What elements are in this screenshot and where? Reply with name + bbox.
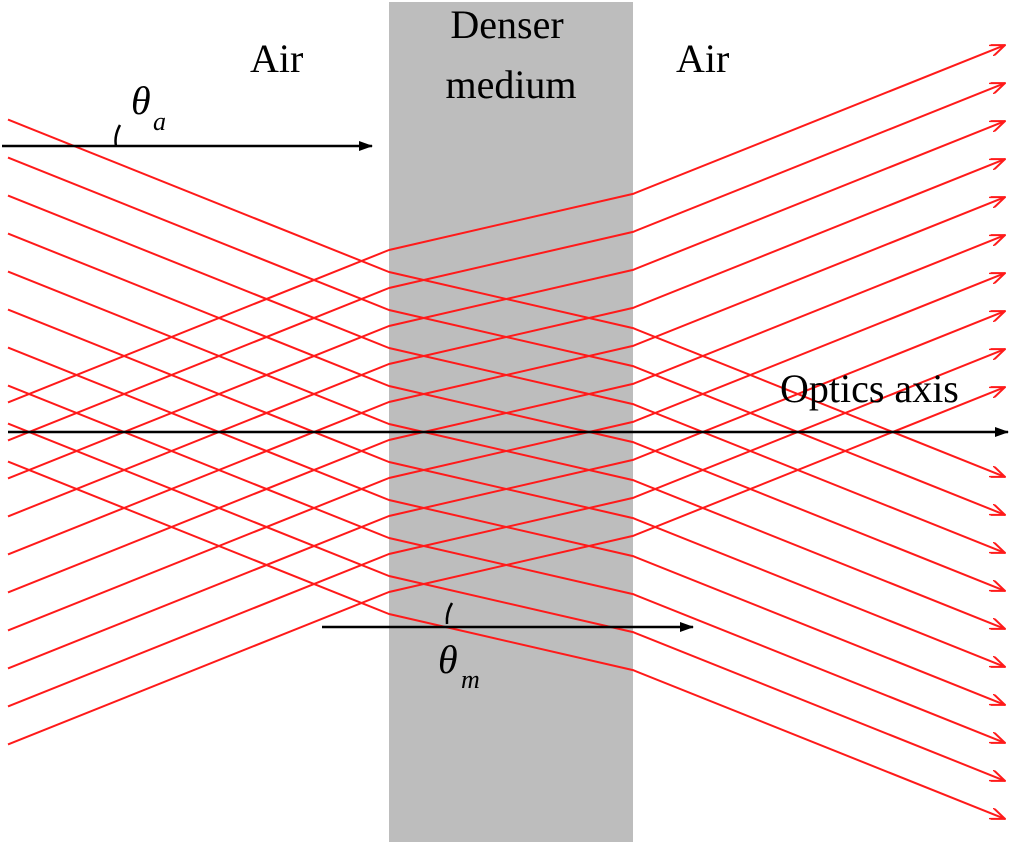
ray-upward-4	[7, 273, 1005, 632]
theta-m-angle-arc	[445, 602, 454, 625]
theta-m-subscript: m	[461, 665, 480, 694]
air-right-label: Air	[676, 36, 729, 81]
ray-upward-8	[7, 121, 1005, 480]
ray-downward-6	[7, 308, 1005, 667]
theta-m-symbol: θ	[438, 637, 458, 682]
ray-upward-1	[7, 387, 1005, 746]
ray-downward-8	[7, 384, 1005, 743]
ray-downward-7	[7, 346, 1005, 705]
ray-upward-9	[7, 83, 1005, 442]
ray-upward-6	[7, 197, 1005, 556]
ray-upward-7	[7, 159, 1005, 518]
denser-medium-slab	[389, 2, 633, 842]
ray-upward-2	[7, 349, 1005, 708]
air-left-label: Air	[250, 36, 303, 81]
theta-a-symbol: θ	[131, 78, 151, 123]
medium-label-line2: medium	[445, 62, 576, 107]
light-rays	[7, 45, 1005, 819]
ray-downward-2	[7, 156, 1005, 515]
ray-downward-1	[7, 118, 1005, 477]
ray-upward-3	[7, 311, 1005, 670]
optics-axis-label: Optics axis	[780, 366, 959, 411]
ray-downward-3	[7, 194, 1005, 553]
ray-upward-10	[7, 45, 1005, 404]
theta-a-subscript: a	[153, 107, 166, 136]
ray-downward-4	[7, 232, 1005, 591]
theta-a-angle-arc	[114, 124, 122, 147]
ray-upward-5	[7, 235, 1005, 594]
ray-downward-5	[7, 270, 1005, 629]
ray-downward-9	[7, 422, 1005, 781]
medium-label-line1: Denser	[450, 2, 563, 47]
ray-downward-10	[7, 460, 1005, 819]
